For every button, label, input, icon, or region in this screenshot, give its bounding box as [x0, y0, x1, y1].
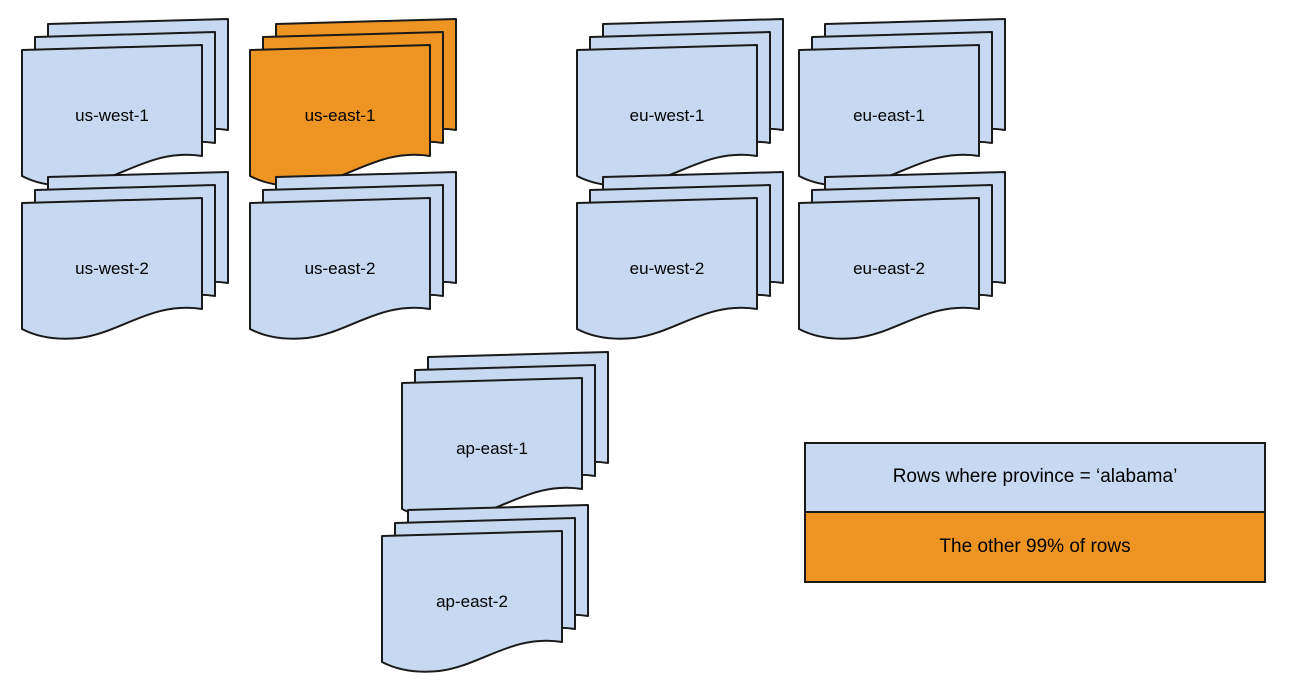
region-stack-shape-us-west-1: [21, 18, 229, 187]
region-stack-shape-us-east-2: [249, 171, 457, 340]
region-stack-ap-east-1[interactable]: ap-east-1: [400, 350, 612, 520]
region-stack-shape-eu-west-1: [576, 18, 784, 187]
legend-row-legend-orange: The other 99% of rows: [806, 512, 1264, 581]
region-stack-us-west-2[interactable]: us-west-2: [20, 170, 232, 340]
legend-row-legend-blue: Rows where province = ‘alabama’: [806, 444, 1264, 513]
document-sheet: [21, 197, 203, 340]
region-stack-shape-eu-west-2: [576, 171, 784, 340]
legend: Rows where province = ‘alabama’ The other…: [804, 442, 1266, 583]
document-sheet: [401, 377, 583, 520]
region-stack-shape-us-east-1: [249, 18, 457, 187]
region-stack-eu-east-2[interactable]: eu-east-2: [797, 170, 1009, 340]
legend-label: The other 99% of rows: [939, 535, 1131, 557]
region-stack-shape-us-west-2: [21, 171, 229, 340]
legend-label: Rows where province = ‘alabama’: [892, 466, 1178, 488]
document-sheet: [576, 44, 758, 187]
region-stack-eu-west-2[interactable]: eu-west-2: [575, 170, 787, 340]
document-sheet: [249, 44, 431, 187]
document-sheet: [249, 197, 431, 340]
region-stack-us-west-1[interactable]: us-west-1: [20, 17, 232, 187]
region-stack-us-east-1[interactable]: us-east-1: [248, 17, 460, 187]
region-stack-shape-ap-east-1: [401, 351, 609, 520]
document-sheet: [381, 530, 563, 673]
region-stack-shape-eu-east-1: [798, 18, 1006, 187]
region-stack-eu-west-1[interactable]: eu-west-1: [575, 17, 787, 187]
region-stack-eu-east-1[interactable]: eu-east-1: [797, 17, 1009, 187]
region-stack-us-east-2[interactable]: us-east-2: [248, 170, 460, 340]
document-sheet: [576, 197, 758, 340]
document-sheet: [798, 44, 980, 187]
region-stack-ap-east-2[interactable]: ap-east-2: [380, 503, 592, 673]
region-stack-shape-eu-east-2: [798, 171, 1006, 340]
document-sheet: [798, 197, 980, 340]
document-sheet: [21, 44, 203, 187]
region-stack-shape-ap-east-2: [381, 504, 589, 673]
